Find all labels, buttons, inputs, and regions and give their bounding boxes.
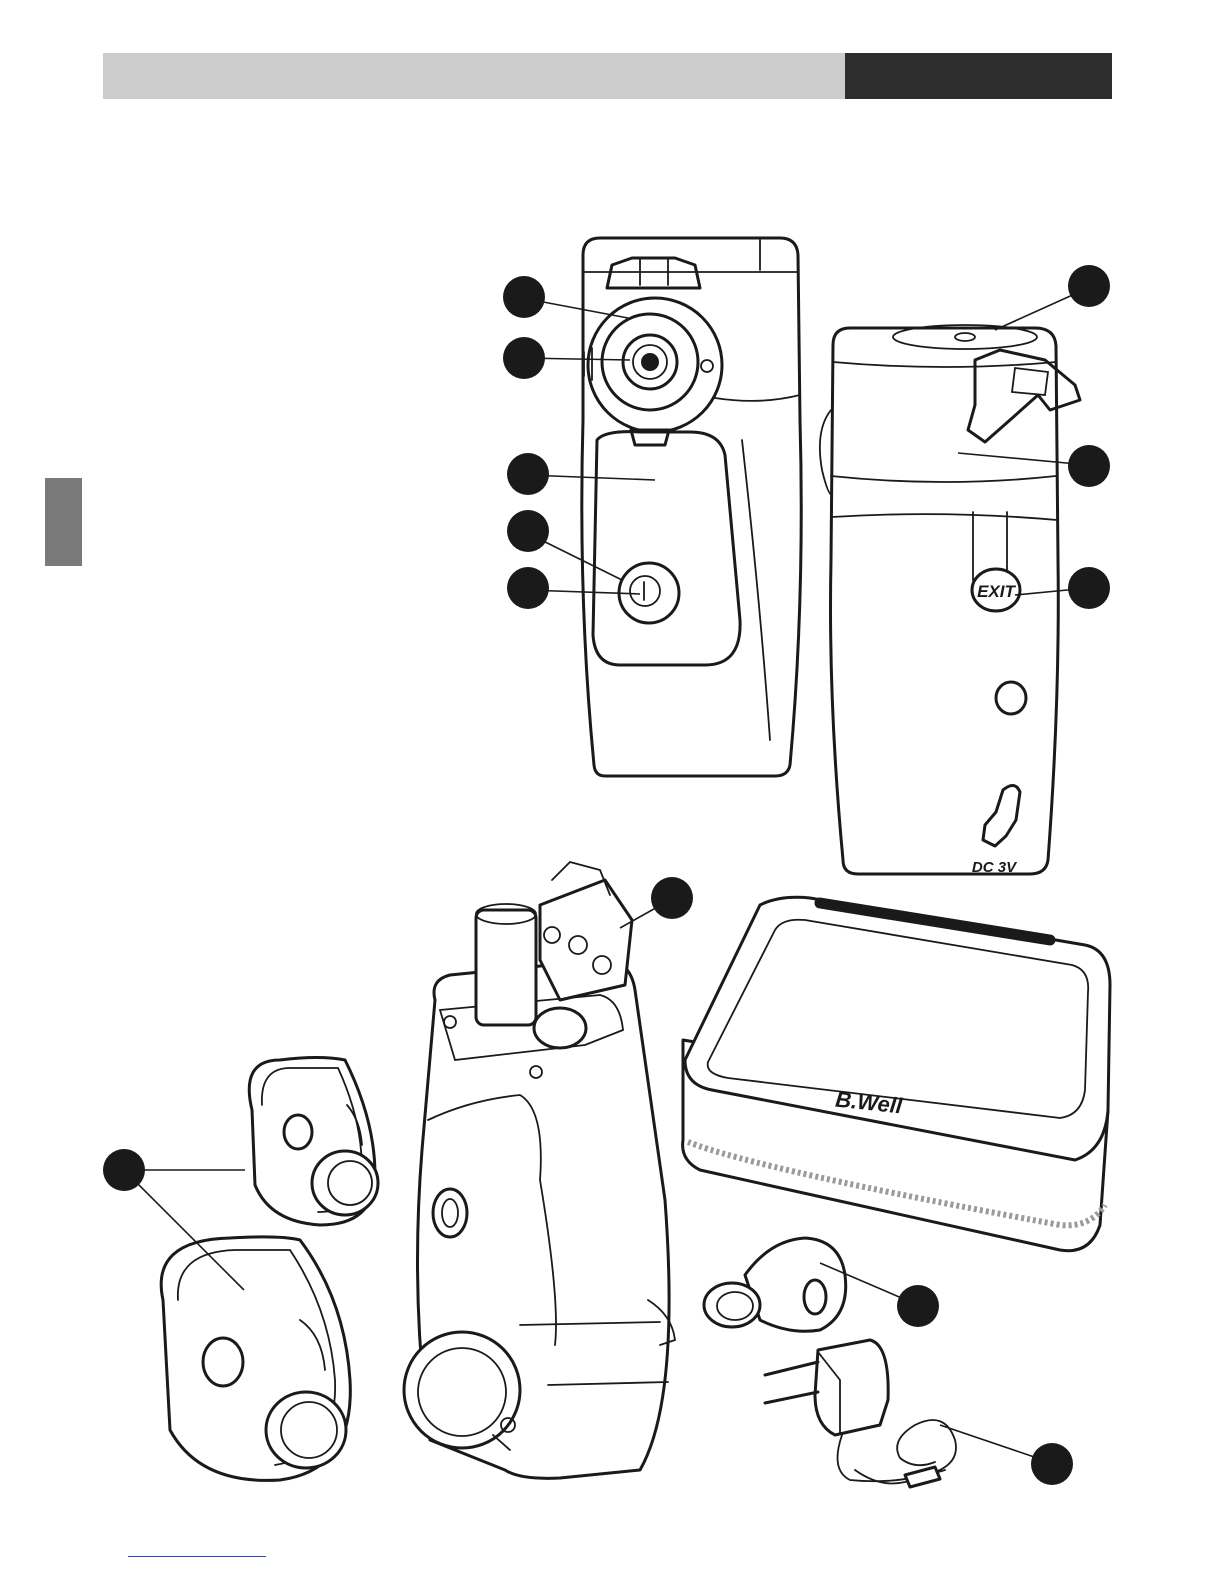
callout-4: [507, 510, 549, 552]
callout-7: [1068, 445, 1110, 487]
callout-3: [507, 453, 549, 495]
callout-11: [897, 1285, 939, 1327]
callout-12: [1031, 1443, 1073, 1485]
carrying-case: B.Well: [683, 897, 1110, 1250]
nebulizer-open-view: [404, 862, 675, 1478]
callout-5: [507, 567, 549, 609]
callout-2: [503, 337, 545, 379]
callout-8: [1068, 567, 1110, 609]
face-mask-large: [161, 1237, 350, 1481]
dc-input-label: DC 3V: [972, 859, 1018, 876]
callout-6: [1068, 265, 1110, 307]
callout-1: [503, 276, 545, 318]
ac-adapter: [765, 1340, 956, 1487]
callout-9: [651, 877, 693, 919]
mouthpiece: [704, 1238, 846, 1331]
exit-button-label: EXIT: [977, 582, 1016, 601]
nebulizer-front-view: [582, 238, 801, 776]
nebulizer-rear-view: EXIT DC 3V: [820, 325, 1080, 876]
callout-10: [103, 1149, 145, 1191]
face-mask-small: [249, 1058, 378, 1226]
